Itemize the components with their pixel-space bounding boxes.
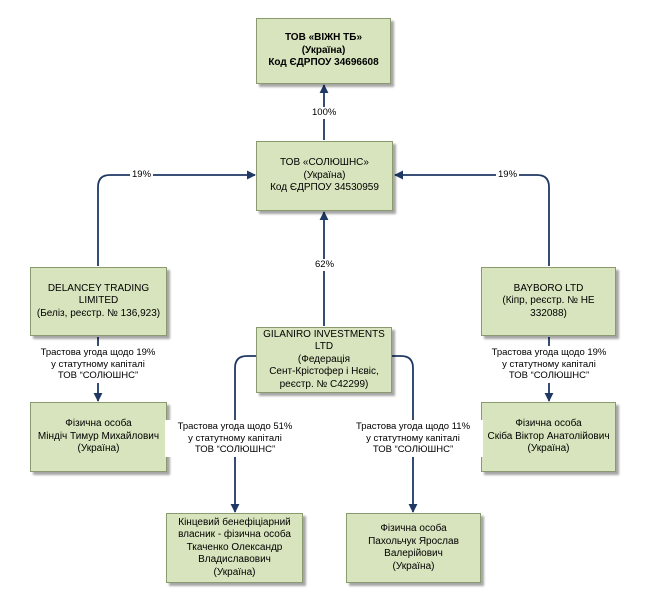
node-tkachenko: Кінцевий бенефіціарний власник - фізична…	[166, 513, 303, 583]
edge-label-62: 62%	[313, 259, 337, 271]
node-skiba-role: Фізична особа	[515, 418, 582, 430]
node-viyzh-country: (Україна)	[301, 44, 346, 56]
node-delancey-name: DELANCEY TRADING LIMITED	[47, 282, 150, 307]
trust-delancey-line2: у статутному капіталі	[51, 358, 145, 370]
trust-label-gilaniro-left: Трастова угода щодо 51% у статутному кап…	[165, 420, 305, 457]
node-skiba-country: (Україна)	[527, 443, 570, 455]
trust-gilaniro-left-line3: ТОВ “СОЛЮШНС”	[194, 444, 276, 455]
node-tkachenko-line2: власник - фізична особа	[178, 529, 291, 541]
node-tkachenko-line4: Владиславович	[198, 554, 271, 566]
edge-bayboro-to-solyushns	[394, 170, 550, 266]
node-gilaniro-line2: (Федерація	[297, 353, 351, 365]
node-mindich: Фізична особа Міндіч Тимур Михайлович (У…	[30, 402, 167, 472]
trust-gilaniro-right-line2: у статутному капіталі	[366, 432, 460, 444]
node-tkachenko-country: (Україна)	[213, 566, 256, 578]
edge-gilaniro-to-tkachenko	[230, 355, 256, 513]
node-tkachenko-line1: Кінцевий бенефіціарний	[178, 516, 291, 528]
node-bayboro-name: BAYBORO LTD	[513, 282, 584, 294]
node-viyzh-code: Код ЄДРПОУ 34696608	[268, 57, 379, 69]
edge-delancey-to-solyushns	[97, 170, 256, 266]
node-pakholchuk-line2: Пахольчук Ярослав	[368, 535, 459, 547]
node-gilaniro-name: GILANIRO INVESTMENTS LTD	[263, 328, 385, 353]
node-viyzh-tb: ТОВ «ВІЖН ТБ» (Україна) Код ЄДРПОУ 34696…	[256, 18, 391, 84]
edge-label-bayboro-19: 19%	[496, 169, 520, 181]
node-skiba: Фізична особа Скіба Віктор Анатолійович …	[481, 402, 616, 472]
node-pakholchuk-role: Фізична особа	[380, 523, 447, 534]
node-skiba-name: Скіба Віктор Анатолійович	[487, 430, 610, 442]
node-bayboro: BAYBORO LTD (Кіпр, реєстр. № НЕ 332088)	[481, 267, 616, 336]
node-delancey: DELANCEY TRADING LIMITED (Беліз, реєстр.…	[30, 267, 167, 336]
trust-gilaniro-left-line2: у статутному капіталі	[188, 432, 282, 444]
edge-label-100: 100%	[310, 107, 339, 119]
node-gilaniro-reg: реєстр. № С42299)	[279, 378, 369, 390]
trust-label-delancey: Трастова угода щодо 19% у статутному кап…	[28, 346, 168, 383]
trust-label-bayboro: Трастова угода щодо 19% у статутному кап…	[479, 346, 619, 383]
node-solyushns: ТОВ «СОЛЮШНС» (Україна) Код ЄДРПОУ 34530…	[256, 141, 393, 211]
trust-label-gilaniro-right: Трастова угода щодо 11% у статутному кап…	[343, 420, 483, 457]
node-mindich-country: (Україна)	[77, 443, 120, 455]
node-solyushns-code: Код ЄДРПОУ 34530959	[270, 182, 379, 194]
trust-gilaniro-right-line3: ТОВ “СОЛЮШНС”	[372, 444, 454, 455]
node-gilaniro: GILANIRO INVESTMENTS LTD (Федерація Сент…	[256, 327, 392, 393]
node-delancey-reg: (Беліз, реєстр. № 136,923)	[36, 307, 161, 319]
trust-gilaniro-left-line1: Трастова угода щодо 51%	[177, 421, 293, 432]
node-mindich-role: Фізична особа	[65, 418, 132, 430]
trust-delancey-line3: ТОВ “СОЛЮШНС”	[57, 370, 139, 381]
node-gilaniro-line3: Сент-Крістофер і Нєвіс,	[269, 366, 379, 378]
trust-gilaniro-right-line1: Трастова угода щодо 11%	[355, 421, 471, 432]
trust-bayboro-line2: у статутному капіталі	[502, 358, 596, 370]
node-pakholchuk-country: (Україна)	[392, 560, 435, 572]
node-solyushns-name: ТОВ «СОЛЮШНС»	[280, 157, 369, 169]
node-solyushns-country: (Україна)	[303, 169, 346, 181]
trust-delancey-line1: Трастова угода щодо 19%	[40, 347, 156, 358]
node-viyzh-name: ТОВ «ВІЖН ТБ»	[284, 32, 363, 44]
edge-label-delancey-19: 19%	[130, 169, 154, 181]
node-pakholchuk: Фізична особа Пахольчук Ярослав Валерійо…	[346, 513, 481, 583]
node-tkachenko-line3: Ткаченко Олександр	[186, 541, 283, 553]
edge-gilaniro-to-pakholchuk	[392, 355, 418, 513]
node-mindich-name: Міндіч Тимур Михайлович	[37, 430, 160, 442]
node-pakholchuk-line3: Валерійович	[384, 548, 443, 559]
node-bayboro-reg: (Кіпр, реєстр. № НЕ 332088)	[502, 295, 595, 319]
trust-bayboro-line1: Трастова угода щодо 19%	[491, 347, 607, 358]
trust-bayboro-line3: ТОВ “СОЛЮШНС”	[508, 370, 590, 381]
